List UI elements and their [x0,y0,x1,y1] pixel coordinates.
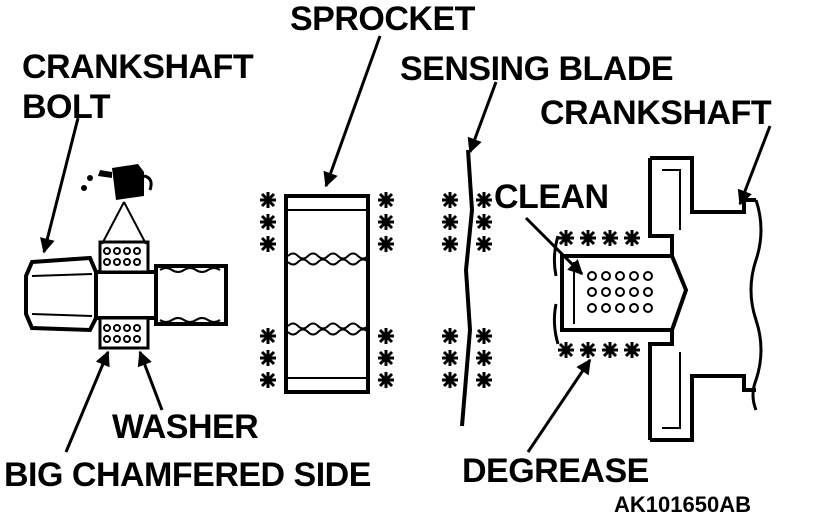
leader-washer [137,350,164,411]
leader-sprocket [323,35,382,188]
washer [98,240,150,350]
leader-crankshaft [737,125,772,206]
leader-sensing-blade [467,81,498,154]
figure-code: AK101650AB [614,492,751,517]
label-crankshaft-bolt-line1: CRANKSHAFT [22,48,254,86]
leader-degrease [526,358,592,453]
label-sprocket: SPROCKET [290,0,475,38]
leader-clean [524,216,584,276]
leader-big-chamfered-side [64,350,110,453]
sprocket [284,194,370,394]
label-sensing-blade: SENSING BLADE [400,50,674,88]
label-washer: WASHER [112,408,259,446]
label-crankshaft-bolt-line2: BOLT [22,88,111,126]
crankshaft-bolt [24,255,228,333]
sensing-blade [460,149,475,427]
label-big-chamfered-side: BIG CHAMFERED SIDE [4,456,371,494]
label-degrease: DEGREASE [462,452,649,490]
label-clean: CLEAN [494,178,609,216]
oil-can-icon [81,164,153,200]
leader-crankshaft-bolt [40,117,80,254]
label-crankshaft: CRANKSHAFT [540,94,772,132]
crankshaft [552,156,763,442]
oil-application-lines [101,201,147,245]
